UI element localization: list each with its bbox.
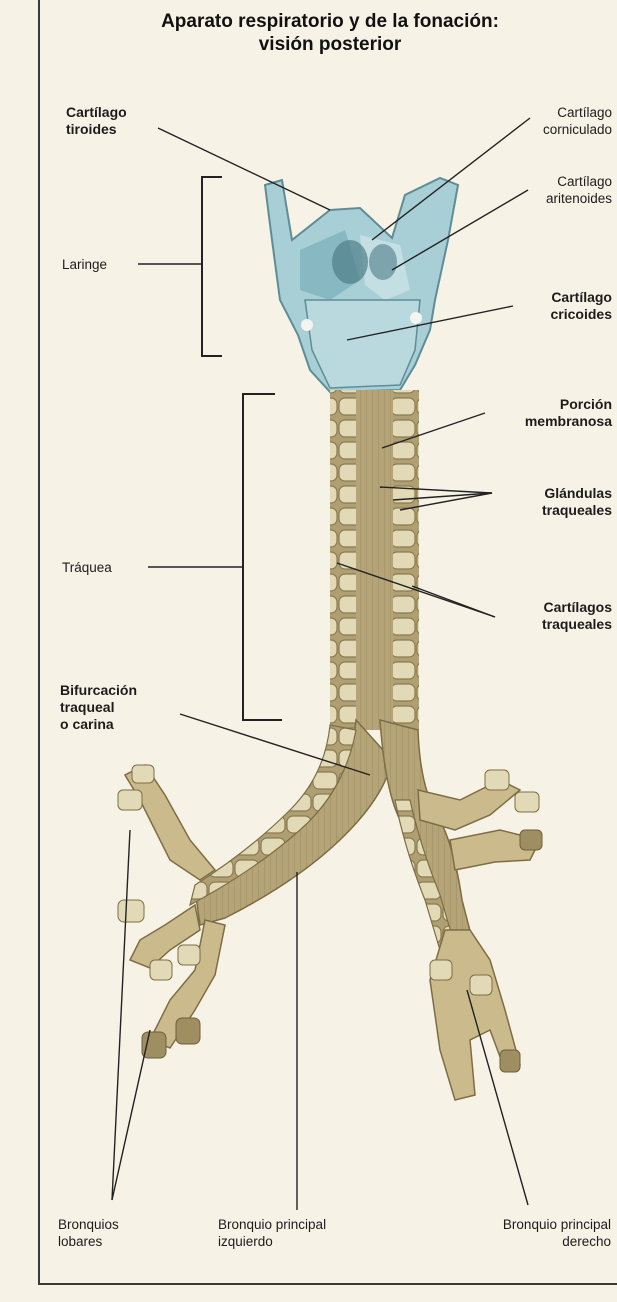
label-cartilago-aritenoides: Cartílago aritenoides xyxy=(546,173,612,207)
label-bronquio-principal-izquierdo: Bronquio principal izquierdo xyxy=(218,1216,326,1250)
label-line: Bronquio principal xyxy=(218,1216,326,1233)
label-bifurcacion-traqueal: Bifurcación traqueal o carina xyxy=(60,682,137,733)
laringe-bracket xyxy=(202,177,222,356)
label-cartilago-corniculado: Cartílago corniculado xyxy=(543,104,612,138)
label-line: derecho xyxy=(503,1233,611,1250)
label-bronquio-principal-derecho: Bronquio principal derecho xyxy=(503,1216,611,1250)
label-line: cricoides xyxy=(551,306,612,323)
label-traquea: Tráquea xyxy=(62,559,112,576)
label-line: traqueales xyxy=(542,502,612,519)
label-line: Bronquios xyxy=(58,1216,119,1233)
leader-lobares-2 xyxy=(112,1030,150,1200)
label-line: o carina xyxy=(60,716,137,733)
label-line: membranosa xyxy=(525,413,612,430)
label-line: traqueal xyxy=(60,699,137,716)
label-line: Porción xyxy=(525,396,612,413)
leader-cartilagos-2 xyxy=(412,586,495,617)
leader-tiroides xyxy=(158,128,330,210)
label-line: Cartílagos xyxy=(542,599,612,616)
label-line: Cartílago xyxy=(543,104,612,121)
label-line: Bifurcación xyxy=(60,682,137,699)
label-line: Cartílago xyxy=(66,104,127,121)
label-line: Glándulas xyxy=(542,485,612,502)
traquea-bracket xyxy=(243,394,282,720)
label-line: corniculado xyxy=(543,121,612,138)
label-laringe: Laringe xyxy=(62,256,107,273)
label-line: Cartílago xyxy=(551,289,612,306)
label-glandulas-traqueales: Glándulas traqueales xyxy=(542,485,612,519)
right-main-bronchus xyxy=(380,720,542,1100)
label-line: izquierdo xyxy=(218,1233,326,1250)
label-cartilago-tiroides: Cartílago tiroides xyxy=(66,104,127,138)
label-line: traqueales xyxy=(542,616,612,633)
label-line: Cartílago xyxy=(546,173,612,190)
left-main-bronchus xyxy=(118,720,392,1058)
larynx-shape xyxy=(265,178,458,392)
label-line: Bronquio principal xyxy=(503,1216,611,1233)
label-cartilago-cricoides: Cartílago cricoides xyxy=(551,289,612,323)
label-line: tiroides xyxy=(66,121,127,138)
label-cartilagos-traqueales: Cartílagos traqueales xyxy=(542,599,612,633)
leader-lobares-1 xyxy=(112,830,130,1200)
label-line: lobares xyxy=(58,1233,119,1250)
label-porcion-membranosa: Porción membranosa xyxy=(525,396,612,430)
label-line: aritenoides xyxy=(546,190,612,207)
label-bronquios-lobares: Bronquios lobares xyxy=(58,1216,119,1250)
